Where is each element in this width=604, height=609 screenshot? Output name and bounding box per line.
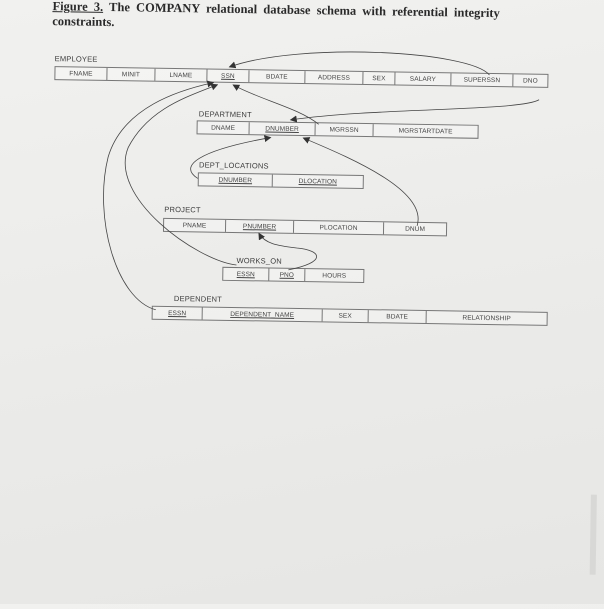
arrow-pno-to-pnumber	[258, 232, 317, 271]
page-edge-shadow	[589, 494, 597, 575]
arrow-dependent-essn-to-ssn	[103, 80, 215, 311]
arrow-deptloc-dnumber-to-dnumber	[190, 135, 272, 179]
arrow-superssn-to-ssn	[228, 51, 490, 76]
arrow-dno-to-dnumber	[289, 99, 540, 123]
arrow-mgrssn-to-ssn	[232, 84, 319, 125]
arrow-dnum-to-dnumber	[302, 137, 419, 226]
arrow-workson-essn-to-ssn	[125, 83, 237, 266]
